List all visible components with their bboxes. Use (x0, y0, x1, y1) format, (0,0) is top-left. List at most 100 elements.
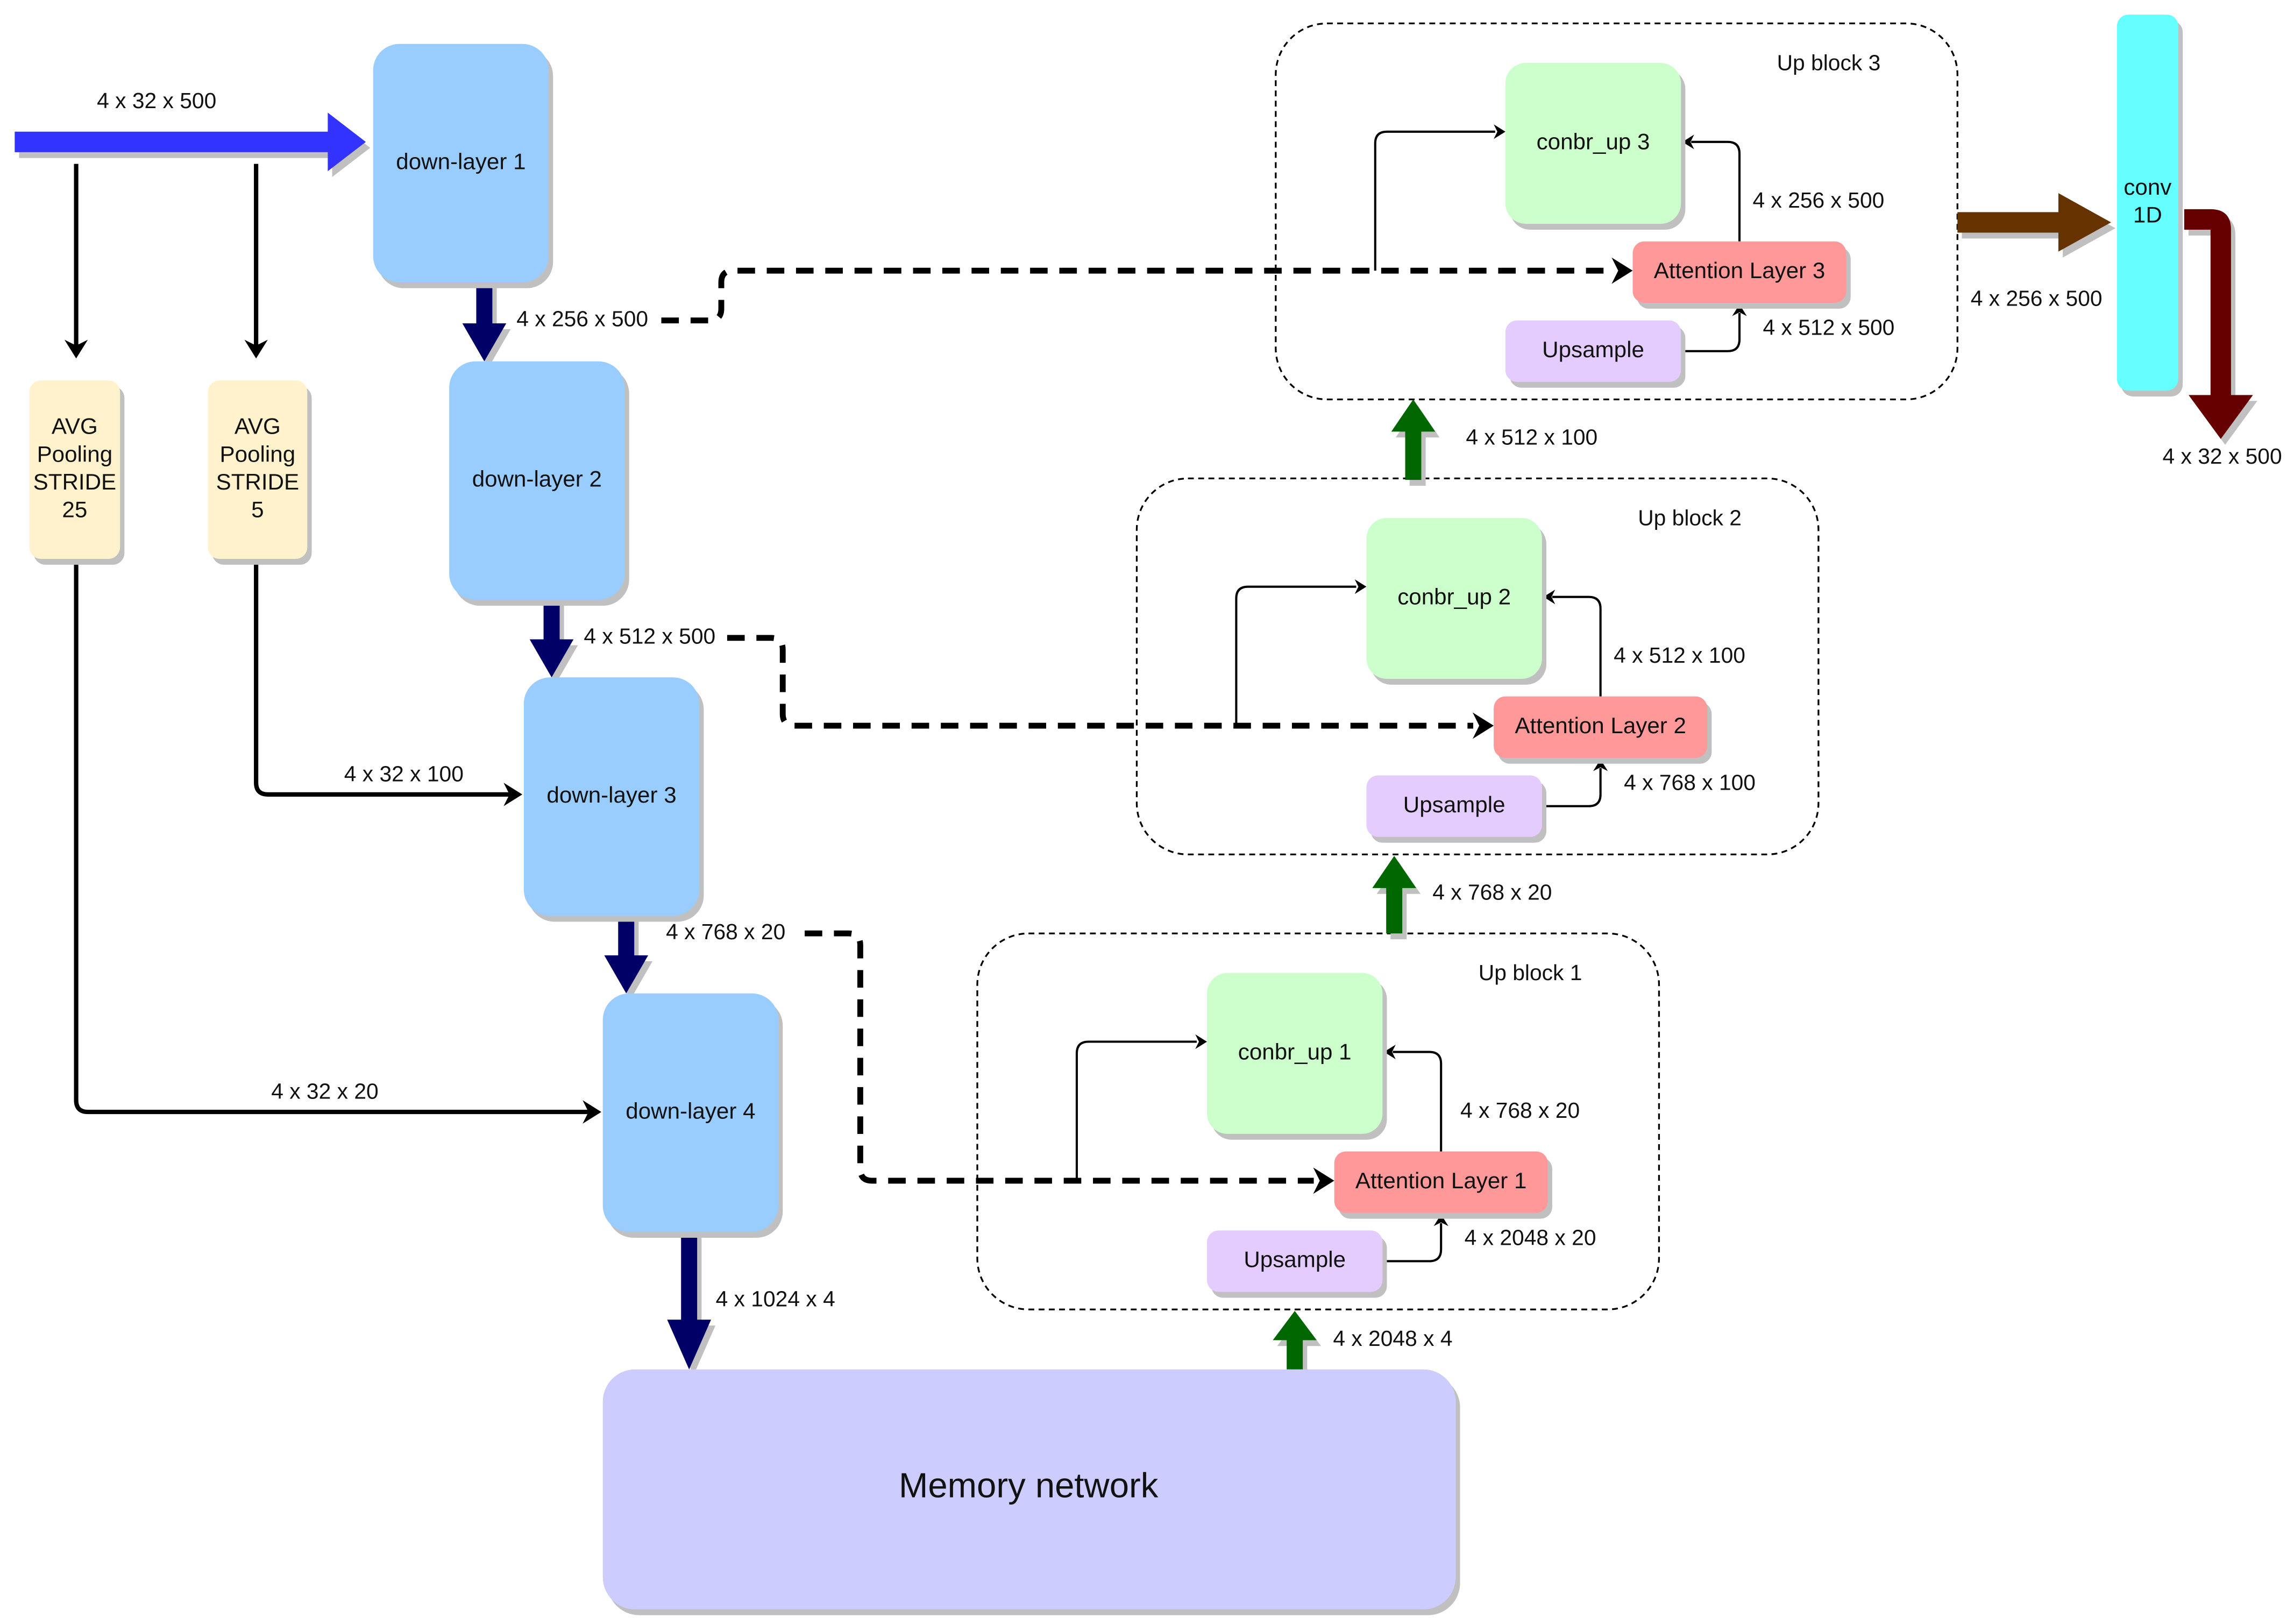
arrowhead-icon (1543, 590, 1556, 605)
node-body (1207, 973, 1383, 1134)
arrowhead-icon (1384, 1044, 1396, 1060)
input-arrow (15, 112, 366, 172)
dimension-label: 4 x 256 x 500 (1752, 188, 1884, 212)
upsample-to-attention-edge (1384, 1223, 1443, 1263)
node-label: down-layer 1 (396, 148, 525, 174)
node-body (208, 380, 308, 559)
dimension-label: 4 x 1024 x 4 (716, 1287, 835, 1311)
arrowhead-icon (1593, 759, 1608, 771)
down-layer-4[interactable]: down-layer 4 (602, 993, 783, 1238)
arrowhead-icon (244, 339, 268, 359)
node-label: STRIDE (33, 469, 117, 494)
arrowhead-icon (1195, 1034, 1208, 1049)
node-body (1505, 320, 1681, 382)
pool5-to-down3-edge (254, 558, 513, 797)
dimension-label: 4 x 512 x 100 (1614, 643, 1745, 668)
memory-network[interactable]: Memory network (602, 1369, 1460, 1615)
node-body (1334, 1151, 1548, 1213)
node-label: Attention Layer 2 (1515, 713, 1686, 738)
down1-to-down2-arrow (462, 282, 507, 361)
node-body (2117, 15, 2178, 391)
down-layer-2[interactable]: down-layer 2 (449, 361, 629, 606)
down3-to-down4-arrow (604, 914, 649, 994)
arrowhead-icon (1732, 304, 1747, 316)
attention-layer-2[interactable]: Attention Layer 2 (1494, 696, 1712, 764)
node-label: Attention Layer 3 (1654, 258, 1826, 283)
memory-to-up1-arrow (1273, 1310, 1317, 1370)
attention-layer-3[interactable]: Attention Layer 3 (1632, 241, 1851, 309)
arrowhead-icon (1313, 1167, 1334, 1194)
up-block-title: Up block 1 (1479, 960, 1582, 985)
input-dimension-label: 4 x 32 x 500 (97, 88, 216, 113)
skip-down3-to-attention1 (805, 930, 1314, 1184)
dimension-label: 4 x 768 x 100 (1624, 770, 1756, 795)
upsample-1[interactable]: Upsample (1207, 1230, 1387, 1298)
upsample-to-attention-edge (1543, 768, 1602, 807)
arrowhead-icon (1494, 124, 1505, 139)
pool5-dimension-label: 4 x 32 x 100 (344, 761, 464, 786)
up2-to-up3-arrow (1391, 399, 1436, 480)
node-body (523, 677, 700, 916)
down4-to-memory-arrow (667, 1232, 711, 1370)
node-body (1366, 775, 1542, 837)
arrowhead-icon (64, 339, 88, 359)
node-label: Attention Layer 1 (1355, 1168, 1527, 1193)
arrowhead-icon (1433, 1214, 1448, 1226)
dimension-label: 4 x 256 x 500 (1971, 286, 2103, 310)
up-block-title: Up block 2 (1638, 505, 1742, 530)
conbr-up-2[interactable]: conbr_up 2 (1366, 517, 1547, 685)
node-label: down-layer 3 (546, 782, 676, 807)
dimension-label: 4 x 512 x 100 (1466, 425, 1597, 450)
node-body (602, 993, 779, 1232)
node-label: 1D (2133, 202, 2162, 228)
attention-to-conbr-edge (1691, 140, 1741, 242)
up-block-3-container (1275, 22, 1958, 401)
node-body (1494, 696, 1708, 758)
arrowhead-icon (1354, 579, 1367, 594)
node-label: conv (2123, 174, 2171, 200)
arrowhead-icon (503, 783, 523, 806)
skip-down1-to-attention3 (661, 267, 1613, 324)
arrowhead-icon (1472, 712, 1494, 739)
upsample-to-attention-edge (1682, 313, 1741, 352)
dimension-label: 4 x 2048 x 20 (1465, 1225, 1596, 1250)
node-label: conbr_up 3 (1537, 129, 1650, 154)
node-label: Upsample (1542, 337, 1644, 362)
attention-layer-1[interactable]: Attention Layer 1 (1334, 1151, 1552, 1219)
arrowhead-icon (1682, 134, 1694, 150)
conbr-up-1[interactable]: conbr_up 1 (1207, 973, 1387, 1140)
upsample-2[interactable]: Upsample (1366, 775, 1547, 843)
attention-to-conbr-edge (1393, 1051, 1443, 1152)
down2-to-down3-arrow (529, 597, 574, 678)
arrowhead-icon (583, 1100, 602, 1124)
down-layer-3[interactable]: down-layer 3 (523, 677, 704, 922)
conbr-up-3[interactable]: conbr_up 3 (1505, 62, 1686, 230)
dimension-label: 4 x 512 x 500 (1763, 315, 1894, 340)
node-label: Upsample (1403, 792, 1505, 817)
up-block-1-container (976, 932, 1660, 1310)
node-label: 25 (62, 497, 87, 522)
node-label: STRIDE (216, 469, 300, 494)
dimension-label: 4 x 256 x 500 (516, 306, 648, 331)
node-label: Pooling (37, 441, 113, 466)
skip-down2-to-attention2 (727, 635, 1474, 729)
node-label: Pooling (220, 441, 296, 466)
up-block-2-container (1135, 477, 1820, 856)
skip-to-conbr-edge (1235, 585, 1356, 726)
node-label: AVG (52, 414, 98, 439)
node-body (449, 361, 625, 600)
node-label: 5 (251, 497, 264, 522)
pool25-dimension-label: 4 x 32 x 20 (271, 1079, 379, 1103)
dimension-label: 4 x 768 x 20 (666, 919, 785, 944)
upsample-3[interactable]: Upsample (1505, 320, 1686, 388)
node-body (1632, 241, 1846, 303)
up3-to-conv-arrow (1957, 193, 2111, 252)
node-label: Upsample (1244, 1247, 1346, 1272)
attention-to-conbr-edge (1552, 595, 1602, 697)
down-layer-1[interactable]: down-layer 1 (373, 44, 553, 288)
output-arrow (2184, 209, 2253, 439)
